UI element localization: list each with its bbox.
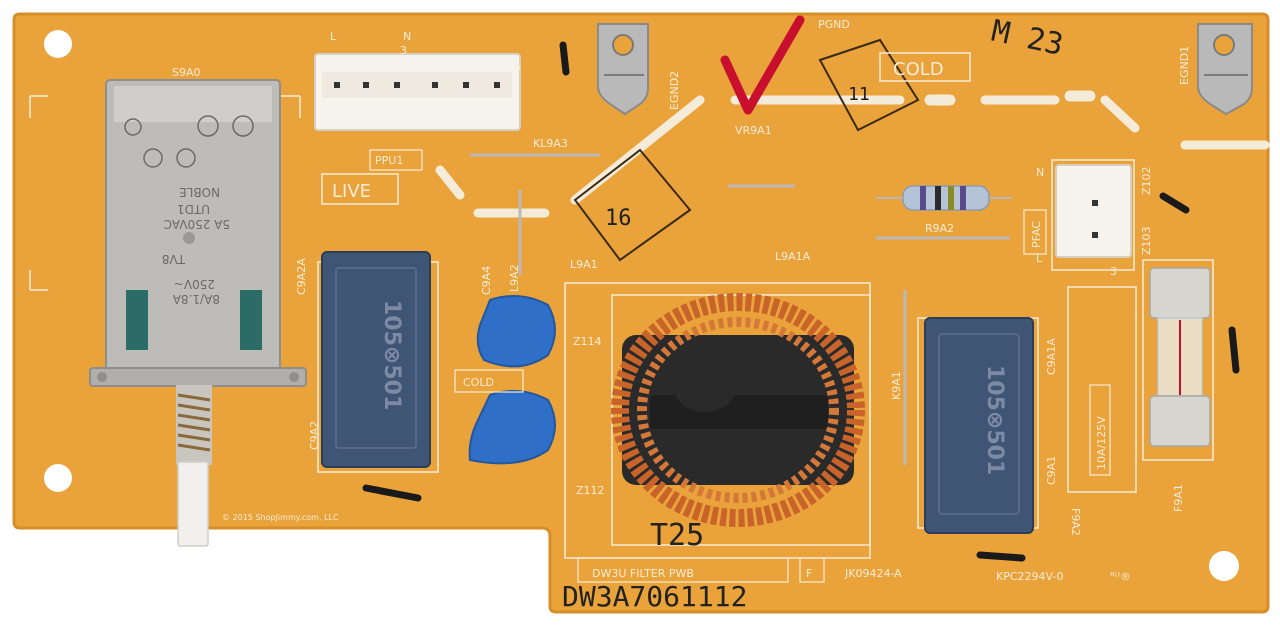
label-pgnd: PGND xyxy=(818,18,850,31)
label-c9a1a: C9A1A xyxy=(1045,338,1058,375)
label-f9a1: F9A1 xyxy=(1172,484,1185,512)
ground-symbol-icon xyxy=(124,118,142,136)
i-symbol-icon xyxy=(232,115,254,137)
label-part-number: JK09424-A xyxy=(844,567,902,580)
ul-mark-icon: ᴿᵁ® xyxy=(1110,570,1131,583)
label-kl9a3: KL9A3 xyxy=(533,137,568,150)
label-conn-l: L xyxy=(330,30,337,43)
capacitor-marking-right: 105⊗501 xyxy=(982,365,1007,475)
capacitor-marking-left: 105⊗501 xyxy=(379,300,404,410)
label-cold-top: COLD xyxy=(893,59,944,80)
handwritten-stamp-top: 11 xyxy=(848,84,870,105)
handwritten-serial: DW3A7061112 xyxy=(562,580,747,613)
label-l9a2: L9A2 xyxy=(508,264,521,292)
film-capacitor-c9a2 xyxy=(321,251,431,468)
line-connector xyxy=(314,53,521,131)
screw-icon xyxy=(183,232,195,244)
label-pfac-n: N xyxy=(1036,166,1044,179)
ground-lug-egnd1 xyxy=(1197,23,1253,116)
marker-dashes xyxy=(362,41,1240,562)
label-z112: Z112 xyxy=(576,484,605,497)
switch-marking-3: NOBLE xyxy=(179,185,220,199)
switch-marking-4: UTD1 xyxy=(177,202,210,216)
ceramic-capacitor-bottom xyxy=(468,390,556,465)
label-z102: Z102 xyxy=(1140,166,1153,195)
power-switch xyxy=(89,79,307,547)
label-pfac: PFAC xyxy=(1030,221,1043,248)
resistor-r9a2 xyxy=(876,185,1012,211)
switch-marking-1: 8A/1.8A xyxy=(172,292,220,306)
cert-mark-icon xyxy=(143,148,163,168)
label-board-name: DW3U FILTER PWB xyxy=(592,567,694,580)
label-k9a1: K9A1 xyxy=(890,371,903,400)
label-c9a4: C9A4 xyxy=(480,266,493,295)
pfac-connector xyxy=(1055,164,1132,258)
switch-marking-5: 5A 250VAC xyxy=(164,217,230,231)
ink-stamps xyxy=(573,38,920,262)
label-board-variant: F xyxy=(806,567,812,580)
cert-mark-icon xyxy=(176,148,196,168)
mounting-hole xyxy=(44,30,72,58)
label-conn-n: N xyxy=(403,30,411,43)
label-z114: Z114 xyxy=(573,335,602,348)
red-check-mark xyxy=(720,15,805,115)
common-mode-choke xyxy=(611,293,865,527)
glass-fuse-f9a1 xyxy=(1149,267,1211,447)
label-c9a2: C9A2 xyxy=(308,421,321,450)
ceramic-capacitor-top xyxy=(476,295,556,368)
label-pfac-l: L xyxy=(1036,252,1043,265)
n-symbol-icon xyxy=(197,115,219,137)
label-egnd1: EGND1 xyxy=(1178,46,1191,85)
switch-marking-2: 250V~ xyxy=(174,277,215,291)
label-c9a1: C9A1 xyxy=(1045,456,1058,485)
jumpers xyxy=(470,153,1010,465)
label-switch-ref: S9A0 xyxy=(172,66,201,79)
label-l9a1: L9A1 xyxy=(570,258,598,271)
label-r9a2: R9A2 xyxy=(925,222,954,235)
mounting-hole xyxy=(44,464,72,492)
label-ppu1: PPU1 xyxy=(375,154,403,167)
label-f9a2: F9A2 xyxy=(1069,508,1082,536)
handwritten-lot: T25 xyxy=(650,518,704,553)
switch-marking-6: TV8 xyxy=(162,252,186,266)
label-pfac-pin3: 3 xyxy=(1110,265,1117,278)
label-conn-pin3: 3 xyxy=(400,44,407,57)
label-vr9a1: VR9A1 xyxy=(735,124,772,137)
label-z103: Z103 xyxy=(1140,226,1153,255)
label-c9a2a: C9A2A xyxy=(295,258,308,295)
label-l9a1a: L9A1A xyxy=(775,250,811,263)
film-capacitor-c9a1 xyxy=(924,317,1034,534)
label-cold-mid: COLD xyxy=(463,376,494,389)
mounting-hole xyxy=(1209,551,1239,581)
label-pcb-code: KPC2294V-0 xyxy=(996,570,1063,583)
label-live: LIVE xyxy=(332,181,371,202)
label-conn-pin6: 6 xyxy=(514,60,521,73)
ground-lug-egnd2 xyxy=(597,23,649,116)
label-fuse-rating: 10A/125V xyxy=(1095,416,1108,470)
label-egnd2: EGND2 xyxy=(668,71,681,110)
copyright-text: © 2015 ShopJimmy.com, LLC xyxy=(222,513,339,522)
handwritten-stamp-mid: 16 xyxy=(605,206,632,231)
